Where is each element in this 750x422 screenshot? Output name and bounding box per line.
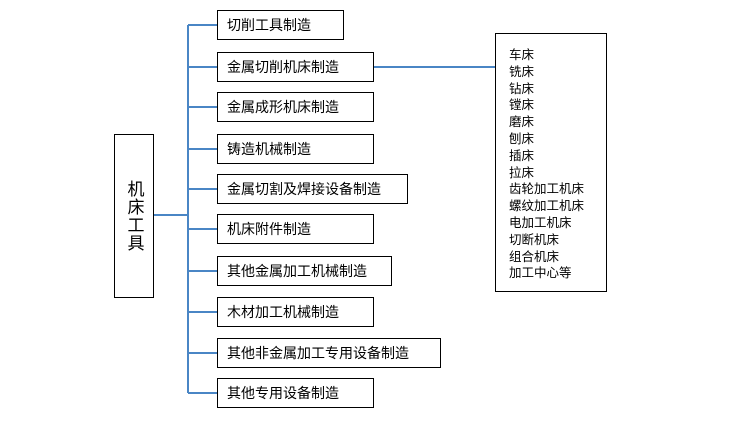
subcategory-item: 镗床 xyxy=(509,97,535,113)
category-node-expanded: 金属切削机床制造 xyxy=(217,52,374,82)
category-node: 其他金属加工机械制造 xyxy=(217,256,392,286)
category-label: 木材加工机械制造 xyxy=(227,305,339,321)
subcategory-item: 磨床 xyxy=(509,114,535,130)
subcategory-item: 车床 xyxy=(509,47,535,62)
subcategory-item: 螺纹加工机床 xyxy=(509,198,585,214)
root-label: 机床工具 xyxy=(123,180,144,252)
category-label: 其他非金属加工专用设备制造 xyxy=(227,346,409,362)
category-node: 其他非金属加工专用设备制造 xyxy=(217,338,441,368)
subcategory-item: 刨床 xyxy=(509,130,535,146)
subcategory-item: 切断机床 xyxy=(509,231,560,247)
category-label: 其他金属加工机械制造 xyxy=(227,264,367,280)
subcategory-item: 插床 xyxy=(509,147,535,163)
subcategory-item: 加工中心等 xyxy=(509,265,572,281)
category-node: 切削工具制造 xyxy=(217,10,344,40)
subcategory-item: 组合机床 xyxy=(509,248,560,264)
category-node: 其他专用设备制造 xyxy=(217,378,374,408)
category-node: 金属成形机床制造 xyxy=(217,92,374,122)
subcategory-item: 钻床 xyxy=(509,80,535,96)
subcategory-list: 车床 铣床 钻床 镗床 磨床 刨床 插床 拉床 齿轮加工机床 螺纹加工机床 电加… xyxy=(495,33,607,292)
subcategory-item: 电加工机床 xyxy=(509,214,572,230)
category-label: 金属成形机床制造 xyxy=(227,100,339,116)
subcategory-item: 拉床 xyxy=(509,164,535,180)
category-label: 机床附件制造 xyxy=(227,222,311,238)
category-node: 木材加工机械制造 xyxy=(217,297,374,327)
category-label: 其他专用设备制造 xyxy=(227,386,339,402)
subcategory-item: 齿轮加工机床 xyxy=(509,181,585,197)
category-node: 金属切割及焊接设备制造 xyxy=(217,174,408,204)
category-label: 铸造机械制造 xyxy=(227,142,311,158)
subcategory-item: 铣床 xyxy=(509,63,535,79)
category-node: 铸造机械制造 xyxy=(217,134,374,164)
category-label: 切削工具制造 xyxy=(227,18,311,34)
category-label: 金属切削机床制造 xyxy=(227,60,339,76)
category-node: 机床附件制造 xyxy=(217,214,374,244)
root-node: 机床工具 xyxy=(114,134,154,298)
category-label: 金属切割及焊接设备制造 xyxy=(227,182,381,198)
